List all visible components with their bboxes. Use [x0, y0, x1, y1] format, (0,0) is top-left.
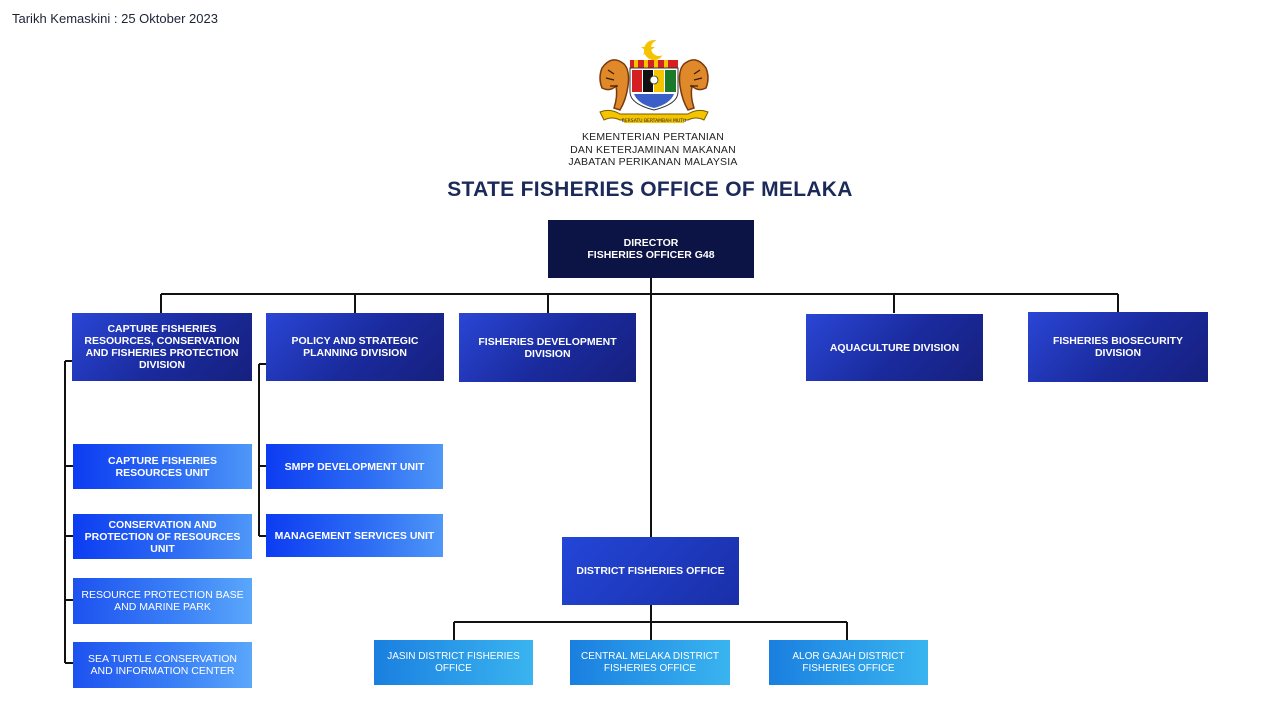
- svg-text:BERSATU BERTAMBAH MUTU: BERSATU BERTAMBAH MUTU: [622, 118, 687, 124]
- capture-unit-box: RESOURCE PROTECTION BASE AND MARINE PARK: [73, 578, 252, 624]
- capture-unit-box: CAPTURE FISHERIES RESOURCES UNIT: [73, 444, 252, 489]
- district-fisheries-office-box: DISTRICT FISHERIES OFFICE: [562, 537, 739, 605]
- district-office-label: ALOR GAJAH DISTRICT FISHERIES OFFICE: [792, 650, 905, 674]
- fisheries-biosecurity-division-label: FISHERIES BIOSECURITY DIVISION: [1052, 335, 1184, 359]
- ministry-line-2: DAN KETERJAMINAN MAKANAN: [570, 143, 736, 156]
- capture-unit-box: CONSERVATION AND PROTECTION OF RESOURCES…: [73, 514, 252, 559]
- policy-planning-division-label: POLICY AND STRATEGIC PLANNING DIVISION: [291, 335, 419, 359]
- capture-unit-box: SEA TURTLE CONSERVATION AND INFORMATION …: [73, 642, 252, 688]
- district-office-label: JASIN DISTRICT FISHERIES OFFICE: [387, 650, 520, 674]
- ministry-line-3: JABATAN PERIKANAN MALAYSIA: [568, 156, 738, 168]
- policy-unit-box: MANAGEMENT SERVICES UNIT: [266, 514, 443, 557]
- last-updated-text: Tarikh Kemaskini : 25 Oktober 2023: [12, 11, 218, 26]
- fisheries-biosecurity-division: FISHERIES BIOSECURITY DIVISION: [1028, 312, 1208, 382]
- director-title: DIRECTOR: [623, 237, 679, 249]
- policy-unit-box: SMPP DEVELOPMENT UNIT: [266, 444, 443, 489]
- capture-unit-label: CONSERVATION AND PROTECTION OF RESOURCES…: [84, 518, 241, 555]
- aquaculture-division: AQUACULTURE DIVISION: [806, 314, 983, 381]
- district-office-box: ALOR GAJAH DISTRICT FISHERIES OFFICE: [769, 640, 928, 685]
- malaysia-coat-of-arms-icon: BERSATU BERTAMBAH MUTU: [599, 40, 709, 124]
- capture-unit-label: RESOURCE PROTECTION BASE AND MARINE PARK: [81, 589, 244, 613]
- capture-fisheries-division-label: CAPTURE FISHERIES RESOURCES, CONSERVATIO…: [84, 323, 240, 371]
- policy-planning-division: POLICY AND STRATEGIC PLANNING DIVISION: [266, 313, 444, 381]
- district-office-box: JASIN DISTRICT FISHERIES OFFICE: [374, 640, 533, 685]
- policy-unit-label: SMPP DEVELOPMENT UNIT: [284, 460, 425, 473]
- director-box: DIRECTOR FISHERIES OFFICER G48: [548, 220, 754, 278]
- fisheries-development-division-label: FISHERIES DEVELOPMENT DIVISION: [478, 335, 617, 360]
- page-title: STATE FISHERIES OFFICE OF MELAKA: [447, 178, 853, 201]
- fisheries-development-division: FISHERIES DEVELOPMENT DIVISION: [459, 313, 636, 382]
- district-office-box: CENTRAL MELAKA DISTRICT FISHERIES OFFICE: [570, 640, 730, 685]
- district-fisheries-office-label: DISTRICT FISHERIES OFFICE: [576, 565, 725, 577]
- ministry-name: KEMENTERIAN PERTANIAN DAN KETERJAMINAN M…: [540, 131, 766, 169]
- director-grade: FISHERIES OFFICER G48: [587, 249, 715, 261]
- district-office-label: CENTRAL MELAKA DISTRICT FISHERIES OFFICE: [581, 650, 719, 674]
- ministry-line-1: KEMENTERIAN PERTANIAN: [581, 131, 725, 143]
- capture-unit-label: SEA TURTLE CONSERVATION AND INFORMATION …: [88, 653, 237, 677]
- policy-unit-label: MANAGEMENT SERVICES UNIT: [274, 529, 435, 542]
- capture-fisheries-division: CAPTURE FISHERIES RESOURCES, CONSERVATIO…: [72, 313, 252, 381]
- aquaculture-division-label: AQUACULTURE DIVISION: [829, 341, 960, 354]
- capture-unit-label: CAPTURE FISHERIES RESOURCES UNIT: [107, 454, 218, 479]
